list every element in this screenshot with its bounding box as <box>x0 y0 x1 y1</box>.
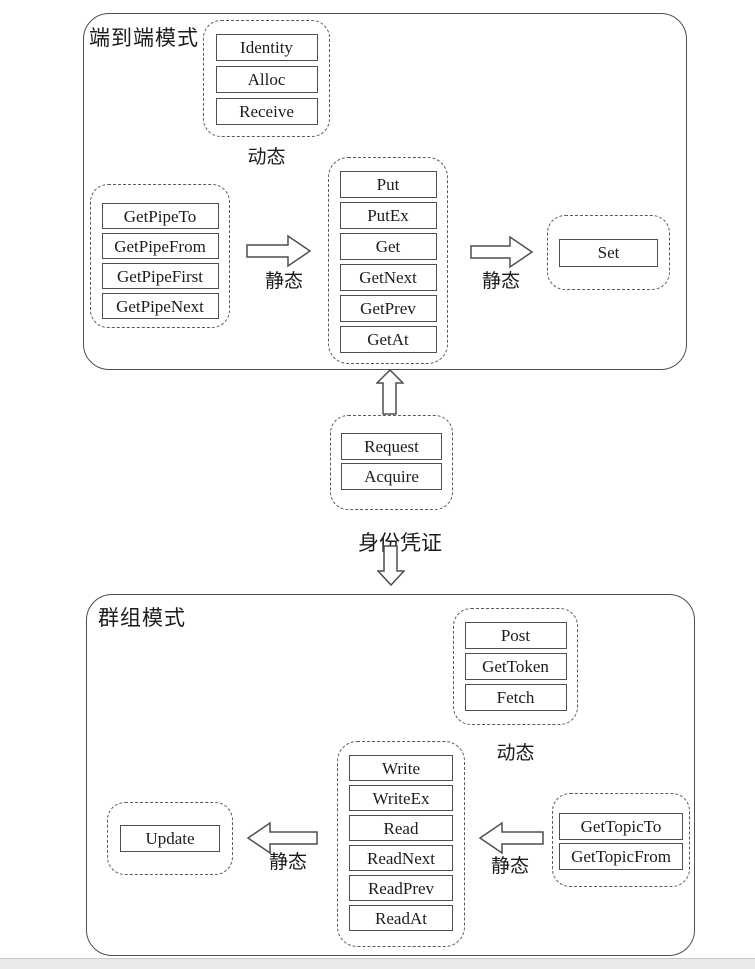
arrow-right-icon <box>470 235 534 269</box>
api-box-getpipenext: GetPipeNext <box>101 293 219 319</box>
api-box-readnext: ReadNext <box>349 845 453 871</box>
api-box-getat: GetAt <box>339 326 437 353</box>
api-box-writeex: WriteEx <box>349 785 453 811</box>
group-update-group: Update <box>107 802 233 875</box>
api-box-getpipeto: GetPipeTo <box>101 203 219 229</box>
api-box-read: Read <box>349 815 453 841</box>
e2e-dynamic-group: Identity Alloc Receive <box>203 20 330 137</box>
arrow-left-icon <box>478 821 544 855</box>
api-box-readat: ReadAt <box>349 905 453 931</box>
e2e-pipe-group: GetPipeTo GetPipeFrom GetPipeFirst GetPi… <box>90 184 230 328</box>
page-edge-band <box>0 958 755 969</box>
group-dynamic-label: 动态 <box>496 743 535 764</box>
e2e-section-title: 端到端模式 <box>89 26 199 50</box>
credential-group: Request Acquire <box>330 415 453 510</box>
e2e-section-frame <box>83 13 687 370</box>
api-box-putex: PutEx <box>339 202 437 229</box>
arrow-down-icon <box>377 545 405 586</box>
e2e-static-label-1: 静态 <box>264 271 303 292</box>
e2e-static-label-2: 静态 <box>481 271 520 292</box>
api-box-gettopicto: GetTopicTo <box>559 813 683 840</box>
api-box-receive: Receive <box>215 98 318 125</box>
api-box-post: Post <box>464 622 567 649</box>
api-box-gettoken: GetToken <box>464 653 567 680</box>
e2e-dynamic-label: 动态 <box>247 147 286 168</box>
group-op-group: Write WriteEx Read ReadNext ReadPrev Rea… <box>337 741 465 947</box>
e2e-op-group: Put PutEx Get GetNext GetPrev GetAt <box>328 157 448 364</box>
group-dynamic-group: Post GetToken Fetch <box>453 608 578 725</box>
api-box-getpipefrom: GetPipeFrom <box>101 233 219 259</box>
group-topic-group: GetTopicTo GetTopicFrom <box>552 793 690 887</box>
api-box-alloc: Alloc <box>215 66 318 93</box>
group-static-label-left: 静态 <box>268 852 307 873</box>
api-box-update: Update <box>120 825 220 852</box>
group-static-label-right: 静态 <box>490 856 529 877</box>
api-box-get: Get <box>339 233 437 260</box>
arrow-up-icon <box>376 369 404 415</box>
api-box-readprev: ReadPrev <box>349 875 453 901</box>
arrow-right-icon <box>246 234 312 268</box>
api-box-getnext: GetNext <box>339 264 437 291</box>
api-box-identity: Identity <box>215 34 318 61</box>
api-box-getprev: GetPrev <box>339 295 437 322</box>
group-section-frame <box>86 594 695 956</box>
api-box-fetch: Fetch <box>464 684 567 711</box>
credential-label: 身份凭证 <box>358 531 442 555</box>
api-box-request: Request <box>341 433 442 460</box>
api-box-set: Set <box>559 238 658 267</box>
e2e-set-group: Set <box>547 215 670 290</box>
group-section-title: 群组模式 <box>98 606 186 630</box>
api-box-acquire: Acquire <box>341 463 442 490</box>
api-box-gettopicfrom: GetTopicFrom <box>559 843 683 870</box>
api-box-write: Write <box>349 755 453 781</box>
arrow-left-icon <box>246 821 318 855</box>
api-box-getpipefirst: GetPipeFirst <box>101 263 219 289</box>
api-box-put: Put <box>339 171 437 198</box>
